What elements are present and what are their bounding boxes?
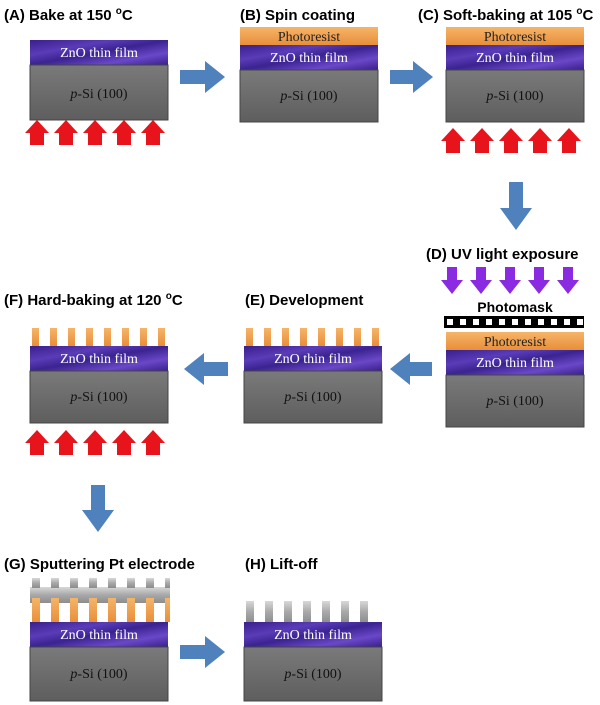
heat-arrow-icon [441,128,465,153]
zno-layer [446,45,584,70]
zno-label: ZnO thin film [60,46,138,61]
heat-arrow-icon [25,430,49,455]
si-substrate [243,646,383,702]
step-g-title: (G) Sputtering Pt electrode [4,556,195,573]
heat-arrow-icon [112,430,136,455]
si-label: p-Si (100) [69,87,128,102]
step-a-stack: ZnO thin film p-Si (100) [29,40,169,121]
si-substrate [445,374,585,428]
zno-layer [244,622,382,647]
step-f-title: (F) Hard-baking at 120 oC [4,291,183,309]
heat-arrow-icon [499,128,523,153]
step-e-title: (E) Development [245,292,363,309]
zno-layer [30,346,168,371]
heat-arrow-icon [25,120,49,145]
photoresist-label: Photoresist [484,30,546,45]
heat-arrow-icon [141,430,165,455]
pt-electrodes [246,601,368,623]
zno-label: ZnO thin film [60,352,138,367]
flow-arrow-right-icon [390,61,433,93]
step-h-title: (H) Lift-off [245,556,318,573]
photoresist-label: Photoresist [484,335,546,350]
heat-arrow-icon [54,430,78,455]
photoresist-layer [446,27,584,45]
step-d-stack: Photoresist ZnO thin film p-Si (100) [445,332,585,428]
si-label: p-Si (100) [69,390,128,405]
step-d-uv-arrows [441,267,579,294]
uv-arrow-icon [528,267,550,294]
step-b-title: (B) Spin coating [240,7,355,24]
zno-label: ZnO thin film [60,628,138,643]
photoresist-pattern [32,328,165,346]
photoresist-pattern [32,598,170,622]
zno-label: ZnO thin film [270,51,348,66]
flow-arrow-right-icon [180,636,225,668]
step-g-stack: ZnO thin film p-Si (100) [29,578,170,702]
si-substrate [445,69,585,123]
uv-arrow-icon [441,267,463,294]
uv-arrow-icon [557,267,579,294]
si-substrate [29,370,169,424]
heat-arrow-icon [112,120,136,145]
uv-arrow-icon [470,267,492,294]
si-substrate [29,646,169,702]
photoresist-layer [446,332,584,350]
flow-arrow-right-icon [180,61,225,93]
zno-label: ZnO thin film [274,628,352,643]
photomask-label: Photomask [477,299,553,315]
step-c-heat-arrows [441,128,581,153]
step-f-heat-arrows [25,430,165,455]
heat-arrow-icon [528,128,552,153]
step-h-stack: ZnO thin film p-Si (100) [243,601,383,702]
flow-arrow-left-icon [390,353,432,385]
zno-layer [446,350,584,375]
step-c-title: (C) Soft-baking at 105 oC [418,6,593,24]
photoresist-layer [240,27,378,45]
zno-layer [244,346,382,371]
photoresist-label: Photoresist [278,30,340,45]
step-d-title: (D) UV light exposure [426,246,579,263]
heat-arrow-icon [470,128,494,153]
step-c-stack: Photoresist ZnO thin film p-Si (100) [445,27,585,123]
flow-arrow-down-icon [500,182,532,230]
si-substrate [243,370,383,424]
si-label: p-Si (100) [485,89,544,104]
si-substrate [29,64,169,121]
step-b-stack: Photoresist ZnO thin film p-Si (100) [239,27,379,123]
si-label: p-Si (100) [283,390,342,405]
uv-arrow-icon [499,267,521,294]
step-f-stack: ZnO thin film p-Si (100) [29,328,169,424]
zno-layer [30,622,168,647]
si-label: p-Si (100) [283,667,342,682]
heat-arrow-icon [557,128,581,153]
heat-arrow-icon [83,120,107,145]
flow-arrow-down-icon [82,485,114,532]
photomask [444,316,584,328]
zno-label: ZnO thin film [274,352,352,367]
step-a-heat-arrows [25,120,165,145]
pt-on-photoresist [32,578,170,588]
zno-label: ZnO thin film [476,356,554,371]
zno-layer [30,40,168,65]
step-e-stack: ZnO thin film p-Si (100) [243,328,383,424]
flow-arrow-left-icon [184,353,228,385]
photoresist-pattern [246,328,379,346]
heat-arrow-icon [54,120,78,145]
si-label: p-Si (100) [279,89,338,104]
heat-arrow-icon [83,430,107,455]
si-label: p-Si (100) [485,394,544,409]
zno-label: ZnO thin film [476,51,554,66]
zno-layer [240,45,378,70]
si-label: p-Si (100) [69,667,128,682]
si-substrate [239,69,379,123]
heat-arrow-icon [141,120,165,145]
step-a-title: (A) Bake at 150 oC [4,6,133,24]
